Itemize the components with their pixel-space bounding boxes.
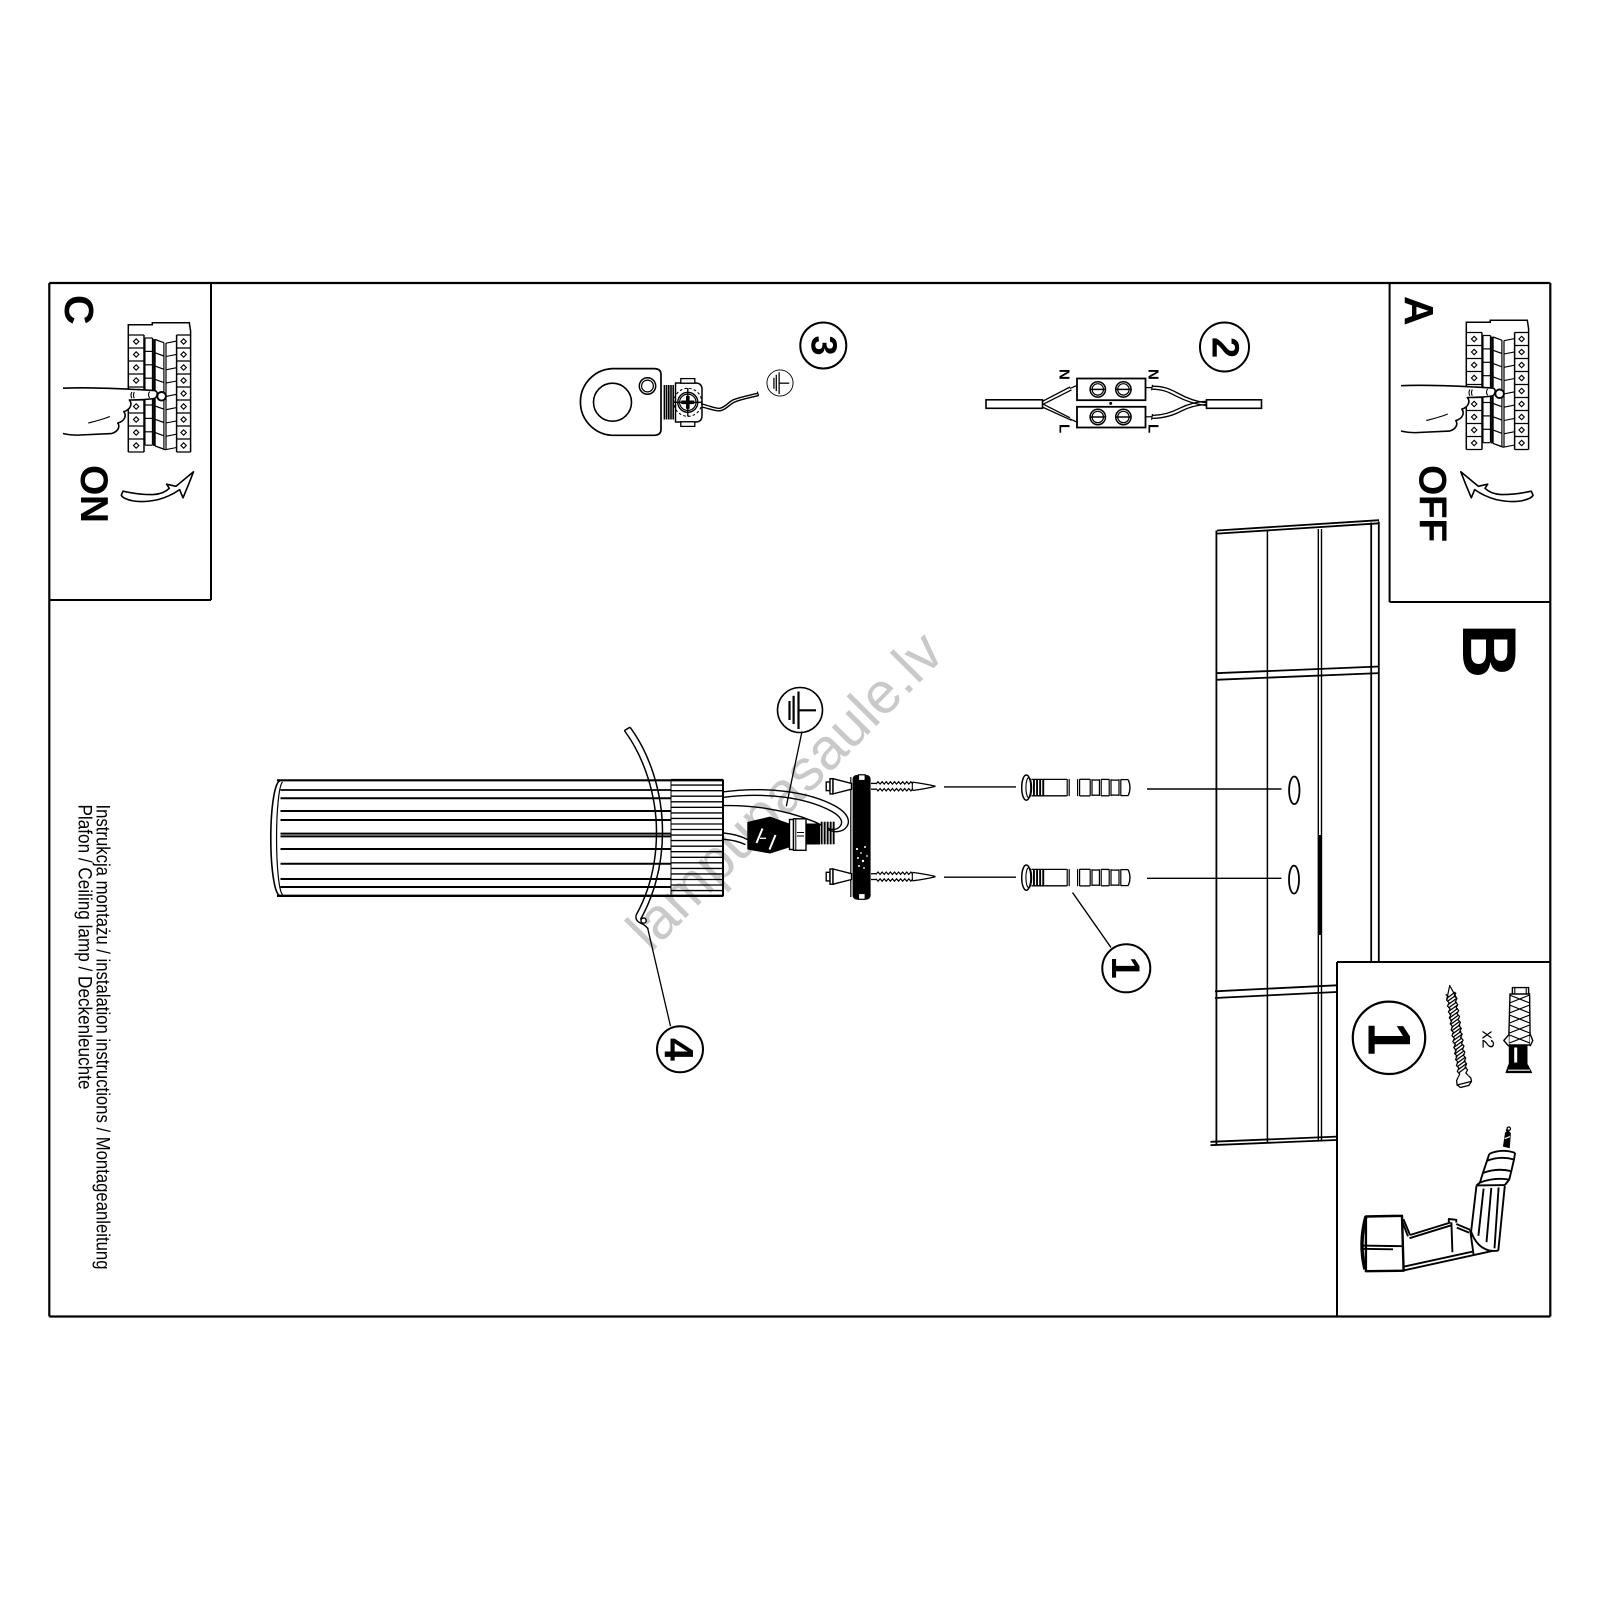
svg-text:4: 4 bbox=[656, 1038, 702, 1061]
svg-text:C: C bbox=[56, 295, 102, 325]
svg-text:OFF: OFF bbox=[1411, 465, 1454, 542]
svg-text:1: 1 bbox=[1356, 1022, 1423, 1055]
svg-text:2: 2 bbox=[1204, 337, 1246, 358]
svg-text:N: N bbox=[1145, 369, 1162, 380]
svg-text:x2: x2 bbox=[1479, 1031, 1498, 1049]
svg-text:ON: ON bbox=[72, 465, 115, 523]
svg-text:A: A bbox=[1396, 296, 1442, 326]
svg-text:N: N bbox=[1056, 369, 1073, 380]
svg-text:B: B bbox=[1446, 624, 1531, 679]
svg-text:L: L bbox=[1056, 424, 1073, 433]
svg-text:Plafon / Ceiling lamp / Decken: Plafon / Ceiling lamp / Deckenleuchte bbox=[74, 805, 96, 1090]
svg-text:3: 3 bbox=[804, 336, 845, 356]
svg-text:1: 1 bbox=[1103, 957, 1147, 979]
svg-text:L: L bbox=[1145, 424, 1162, 433]
svg-text:Instrukcja montażu / instalati: Instrukcja montażu / instalation instruc… bbox=[92, 805, 114, 1270]
